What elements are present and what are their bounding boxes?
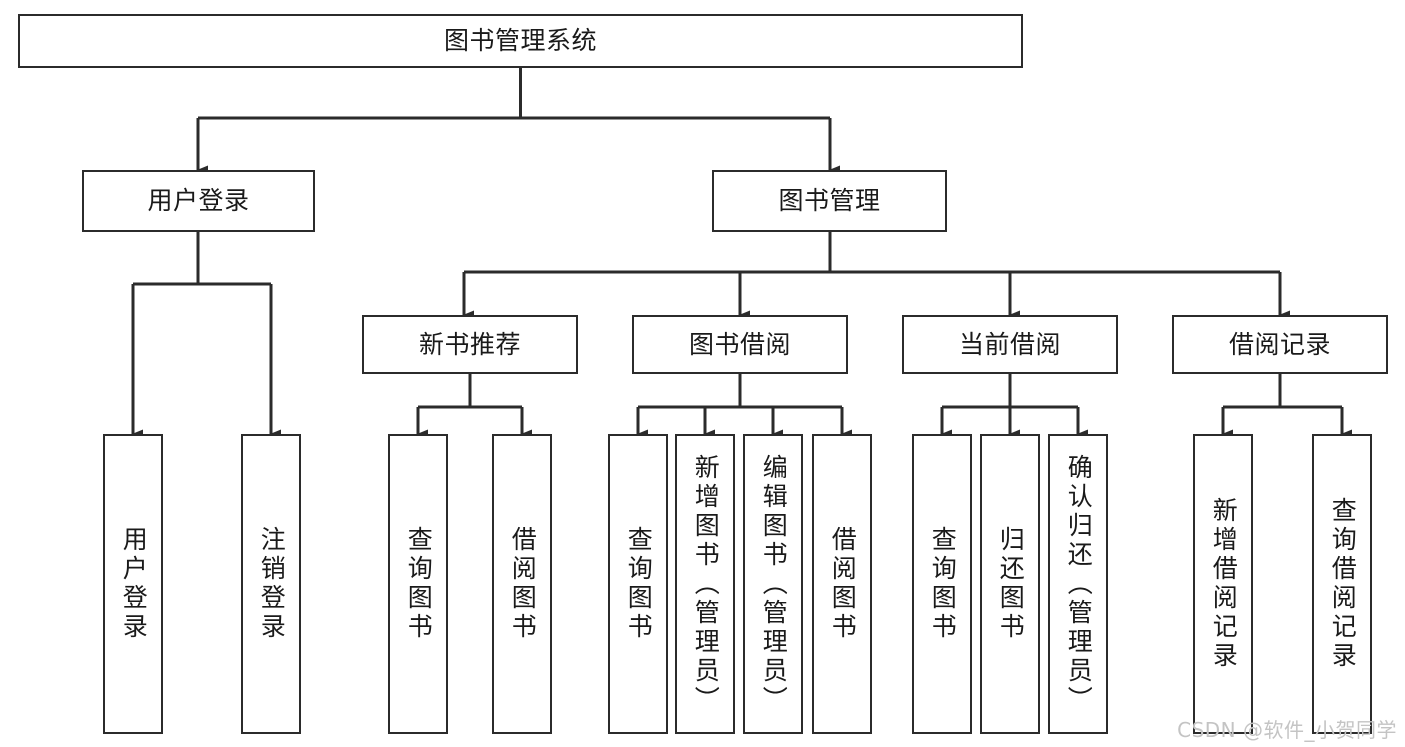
node-leaf-query-borrow-record[interactable]: 查询借阅记录: [1312, 434, 1372, 734]
node-label: 新增图书（管理员）: [691, 453, 721, 715]
node-label: 借阅图书: [828, 526, 858, 642]
node-label: 新增借阅记录: [1209, 497, 1239, 671]
node-label: 查询图书: [624, 526, 654, 642]
node-book-management[interactable]: 图书管理: [712, 170, 947, 232]
node-label: 当前借阅: [958, 329, 1061, 359]
node-leaf-borrow-book[interactable]: 借阅图书: [812, 434, 872, 734]
node-leaf-query-book-recommend[interactable]: 查询图书: [388, 434, 448, 734]
node-user-login[interactable]: 用户登录: [82, 170, 315, 232]
node-leaf-edit-book-admin[interactable]: 编辑图书（管理员）: [743, 434, 803, 734]
node-label: 新书推荐: [418, 329, 521, 359]
node-label: 查询借阅记录: [1328, 497, 1358, 671]
node-leaf-add-borrow-record[interactable]: 新增借阅记录: [1193, 434, 1253, 734]
node-label: 用户登录: [147, 186, 250, 216]
node-label: 借阅记录: [1228, 329, 1331, 359]
node-label: 编辑图书（管理员）: [759, 453, 789, 715]
node-leaf-user-login[interactable]: 用户登录: [103, 434, 163, 734]
node-label: 图书管理系统: [443, 26, 597, 56]
node-label: 查询图书: [928, 526, 958, 642]
node-leaf-return-book[interactable]: 归还图书: [980, 434, 1040, 734]
node-label: 图书借阅: [688, 329, 791, 359]
node-label: 查询图书: [404, 526, 434, 642]
node-new-book-recommendation[interactable]: 新书推荐: [362, 315, 578, 374]
node-root-book-management-system[interactable]: 图书管理系统: [18, 14, 1023, 68]
node-label: 归还图书: [996, 526, 1026, 642]
node-label: 借阅图书: [508, 526, 538, 642]
node-label: 确认归还（管理员）: [1064, 453, 1094, 715]
node-book-borrowing[interactable]: 图书借阅: [632, 315, 848, 374]
node-leaf-borrow-book-recommend[interactable]: 借阅图书: [492, 434, 552, 734]
node-current-borrowing[interactable]: 当前借阅: [902, 315, 1118, 374]
node-leaf-query-book-borrow[interactable]: 查询图书: [608, 434, 668, 734]
node-leaf-add-book-admin[interactable]: 新增图书（管理员）: [675, 434, 735, 734]
node-label: 注销登录: [257, 526, 287, 642]
node-leaf-logout[interactable]: 注销登录: [241, 434, 301, 734]
node-label: 用户登录: [119, 526, 149, 642]
node-leaf-query-book-current[interactable]: 查询图书: [912, 434, 972, 734]
node-leaf-confirm-return-admin[interactable]: 确认归还（管理员）: [1048, 434, 1108, 734]
node-borrowing-record[interactable]: 借阅记录: [1172, 315, 1388, 374]
node-label: 图书管理: [778, 186, 881, 216]
